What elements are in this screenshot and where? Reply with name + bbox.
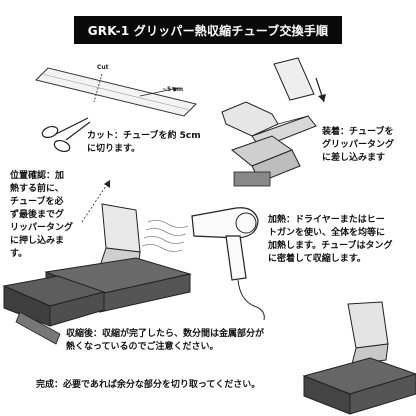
cut-label: Cut bbox=[97, 64, 109, 71]
tube-cut-illustration bbox=[35, 67, 197, 153]
step-insert-line3: に差し込みます bbox=[322, 153, 386, 163]
scissors-icon bbox=[41, 117, 91, 153]
finished-gripper-illustration bbox=[302, 301, 416, 415]
step-position-line: す。 bbox=[10, 249, 28, 259]
step-finish-text: 完成：必要であれば余分な部分を切り取ってください。 bbox=[36, 379, 260, 392]
gripper-base-illustration bbox=[2, 275, 106, 345]
step-position-line: チューブを必 bbox=[10, 197, 64, 207]
step-position-line: に押し込みま bbox=[10, 236, 65, 246]
step-cut-line2: に切ります。 bbox=[87, 144, 141, 154]
step-position-line: 位置確認：加 bbox=[10, 171, 65, 181]
step-cooldown-text: 収縮後：収縮が完了したら、数分間は金属部分が 熱くなっているのでご注意ください。 bbox=[66, 328, 264, 354]
step-heat-line: 加熱：ドライヤーまたはヒー bbox=[268, 215, 385, 225]
heat-waves bbox=[141, 220, 189, 252]
step-cut-line1: カット：チューブを約 5cm bbox=[87, 131, 201, 141]
step-position-text: 位置確認：加 熱する前に、 チューブを必 ず最後までグ リッパータング に押し込… bbox=[10, 170, 73, 261]
step-position-line: リッパータング bbox=[10, 223, 74, 233]
step-finish-line1: 完成：必要であれば余分な部分を切り取ってください。 bbox=[36, 380, 261, 390]
step-insert-line2: グリッパータング bbox=[322, 140, 395, 150]
gripper-insert-illustration bbox=[221, 57, 326, 187]
length-label: ~5 cm bbox=[162, 86, 184, 93]
step-position-line: ず最後までグ bbox=[10, 210, 65, 220]
step-heat-line: トガンを使い、全体を均等に bbox=[268, 228, 386, 238]
step-heat-line: に密着して収縮します。 bbox=[268, 254, 366, 264]
step-cooldown-line2: 熱くなっているのでご注意ください。 bbox=[66, 342, 219, 352]
step-insert-line1: 装着：チューブを bbox=[322, 127, 394, 137]
hair-dryer-icon bbox=[191, 207, 265, 321]
page-title: GRK-1 グリッパー熱収縮チューブ交換手順 bbox=[74, 16, 342, 44]
step-heat-text: 加熱：ドライヤーまたはヒー トガンを使い、全体を均等に 加熱します。チューブはタ… bbox=[268, 214, 393, 266]
step-insert-text: 装着：チューブを グリッパータング に差し込みます bbox=[322, 126, 394, 165]
step-cooldown-line1: 収縮後：収縮が完了したら、数分間は金属部分が bbox=[66, 329, 265, 339]
step-cut-text: カット：チューブを約 5cm に切ります。 bbox=[87, 130, 201, 156]
pointer-arrow bbox=[81, 179, 111, 223]
step-position-line: 熱する前に、 bbox=[10, 184, 64, 194]
step-heat-line: 加熱します。チューブはタング bbox=[268, 241, 393, 251]
